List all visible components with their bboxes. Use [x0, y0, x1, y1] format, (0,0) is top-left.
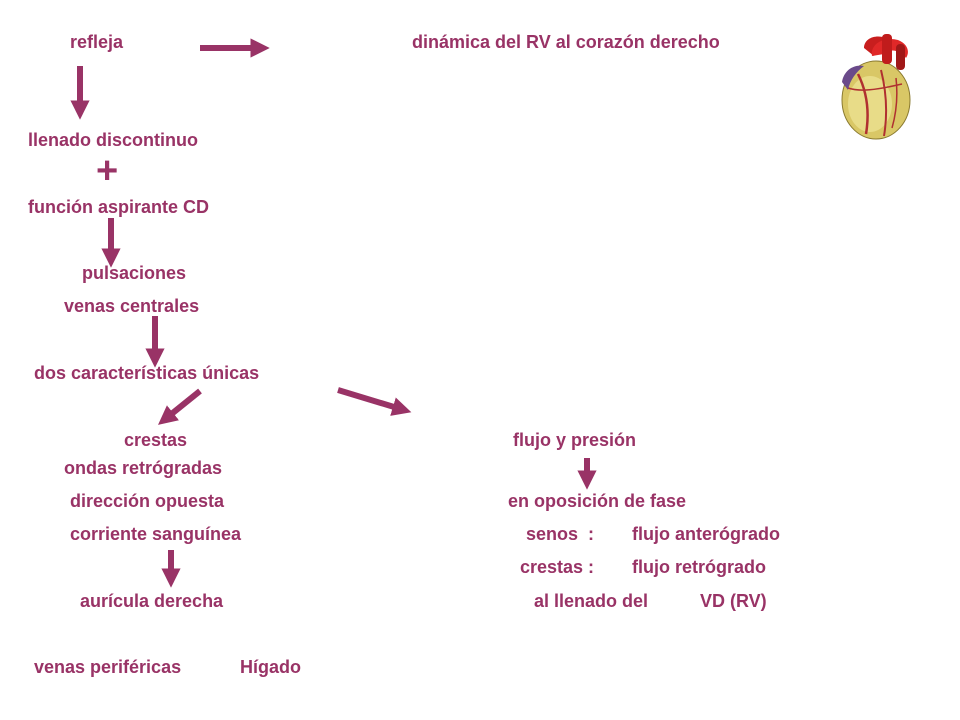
text-flujo-anterogrado: flujo anterógrado: [632, 524, 780, 544]
arrow-diag-right: [337, 387, 412, 416]
text-venas-centrales: venas centrales: [64, 296, 200, 316]
text-corriente-sanguinea: corriente sanguínea: [70, 524, 242, 544]
text-dos-caracteristicas: dos características únicas: [34, 363, 260, 383]
text-higado: Hígado: [240, 657, 301, 677]
text-ondas-retrogradas: ondas retrógradas: [64, 458, 223, 478]
text-flujo-retrogrado: flujo retrógrado: [632, 557, 766, 577]
text-dinamica: dinámica del RV al corazón derecho: [412, 32, 720, 52]
text-direccion-opuesta: dirección opuesta: [70, 491, 225, 511]
text-flujo-presion: flujo y presión: [513, 430, 637, 450]
text-llenado-discontinuo: llenado discontinuo: [28, 130, 198, 150]
text-oposicion-fase: en oposición de fase: [508, 491, 687, 511]
text-refleja: refleja: [70, 32, 124, 52]
text-al-llenado: al llenado del: [534, 591, 649, 611]
text-pulsaciones: pulsaciones: [82, 263, 187, 283]
text-funcion-aspirante: función aspirante CD: [28, 197, 210, 217]
text-crestas-label: crestas :: [520, 557, 595, 577]
heart-icon: [841, 34, 911, 140]
text-vd-rv: VD (RV): [700, 591, 767, 611]
text-venas-perifericas: venas periféricas: [34, 657, 182, 677]
text-crestas: crestas: [124, 430, 188, 450]
text-senos-label: senos :: [526, 524, 595, 544]
arrow-diag-left: [158, 388, 202, 425]
plus-sign: +: [96, 150, 119, 192]
text-auricula-derecha: aurícula derecha: [80, 591, 224, 611]
